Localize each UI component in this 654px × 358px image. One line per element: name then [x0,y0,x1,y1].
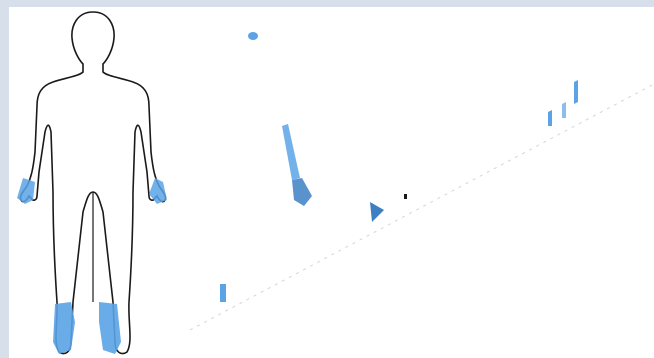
right-hand-mark [292,178,312,206]
foot-mark-left [53,302,75,354]
right-arm-strip-mark [282,124,300,180]
foot-mark-right [99,302,121,354]
back-upper-figure [499,12,644,354]
shoulder-stroke-mark-2 [548,110,552,126]
front-diagonal-cut-figure [329,12,474,354]
hand-mark-left [17,178,35,204]
front-partial-figure [175,12,320,354]
front-full-figure [17,12,167,354]
left-hand-triangle-mark [370,202,384,222]
small-dash-mark [404,194,407,199]
diagonal-fold-line [190,84,654,330]
shoulder-stroke-mark-1 [574,80,578,104]
left-shin-mark [220,284,226,302]
head-spot-mark [248,32,258,40]
shoulder-stroke-mark-3 [562,102,566,118]
